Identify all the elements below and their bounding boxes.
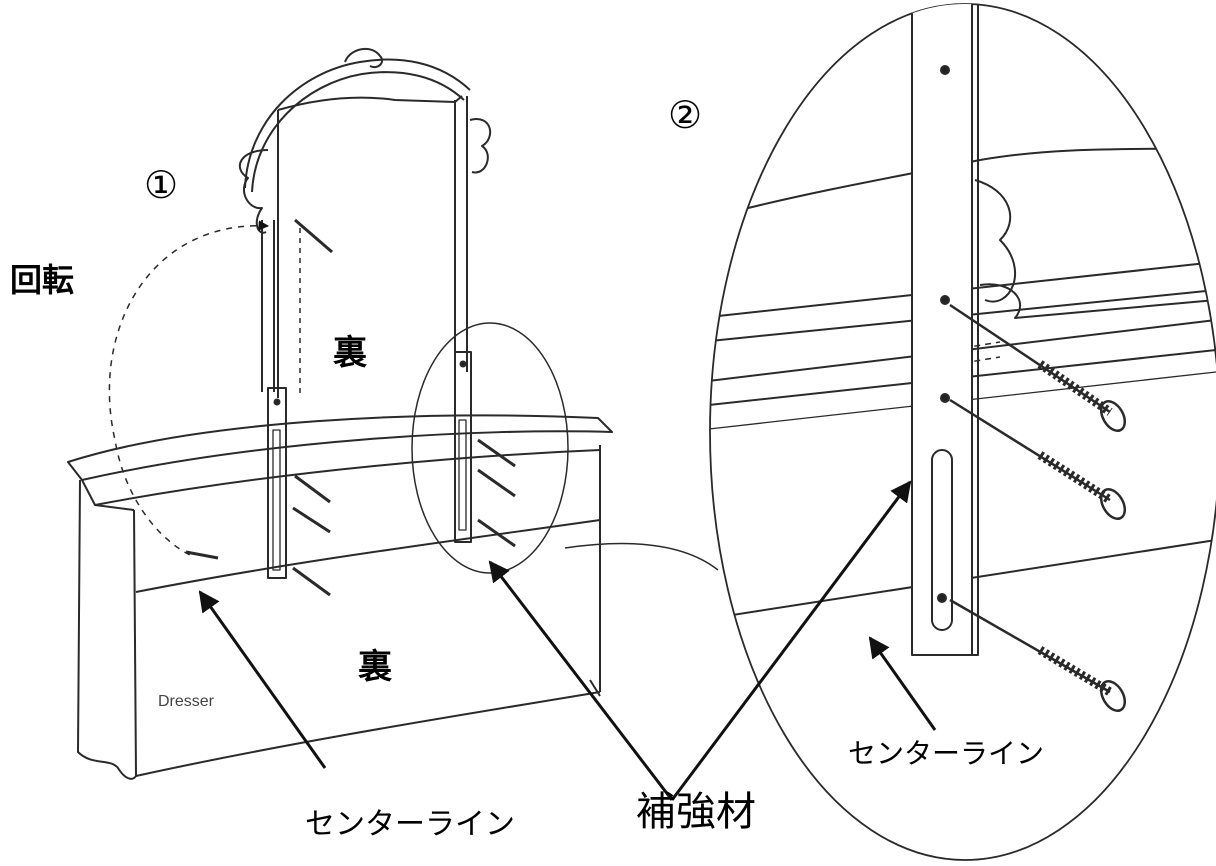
- rotate-label: 回転: [10, 261, 75, 299]
- screws-left: [292, 218, 333, 597]
- mirror-frame: [238, 47, 492, 398]
- dresser-label: Dresser: [158, 693, 215, 710]
- centerline-label-right: センターライン: [848, 737, 1045, 770]
- arrow-centerline-left: [198, 590, 327, 769]
- back-label-dresser: 裏: [358, 647, 392, 687]
- leader-arrows: [198, 480, 937, 801]
- arrow-reinforcement-right: [670, 480, 912, 801]
- step-2-marker: ②: [668, 93, 703, 137]
- rotation-arc: [108, 220, 270, 556]
- dresser-body: [67, 414, 613, 780]
- step-1-marker: ①: [144, 163, 179, 207]
- back-label-mirror: 裏: [333, 333, 367, 373]
- reinforcement-bar-left: [267, 387, 287, 579]
- centerline-label-left: センターライン: [305, 807, 515, 842]
- reinforcement-bar-right: [454, 351, 472, 543]
- screws-right: [477, 438, 516, 548]
- zoom-view-content: [710, 4, 1216, 712]
- arrow-centerline-right: [868, 636, 937, 731]
- arrow-reinforcement-left: [488, 560, 674, 801]
- reinforcement-label: 補強材: [636, 789, 756, 835]
